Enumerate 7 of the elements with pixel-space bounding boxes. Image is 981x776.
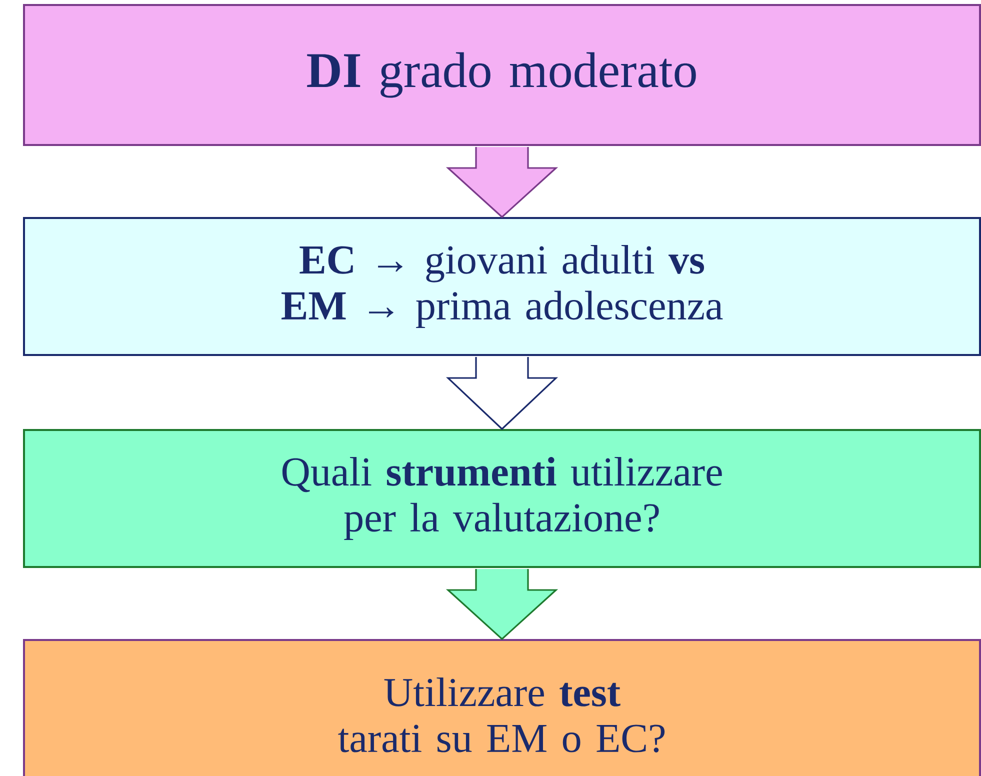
block-arrow bbox=[446, 568, 558, 640]
flow-box: EC → giovani adulti vs EM → prima adolescenza bbox=[23, 217, 981, 356]
flow-box: Quali strumenti utilizzare per la valutazione? bbox=[23, 429, 981, 568]
flow-box: Utilizzare test tarati su EM o EC? bbox=[23, 639, 981, 776]
block-arrow bbox=[446, 356, 558, 430]
flow-box: DI grado moderato bbox=[23, 4, 981, 146]
block-arrow bbox=[446, 146, 558, 218]
